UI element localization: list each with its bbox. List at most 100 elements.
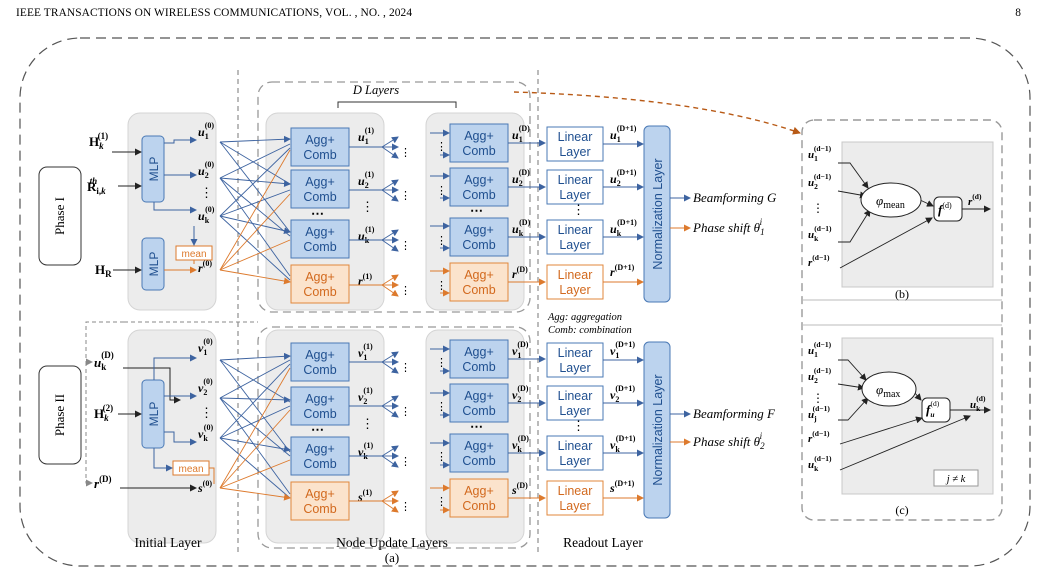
agg-comb-p2-l1-1: Agg+ Comb	[290, 342, 350, 382]
zoom-connector	[513, 91, 801, 135]
label-b: (b)	[895, 287, 909, 301]
svg-text:⋮: ⋮	[812, 201, 824, 215]
svg-text:⋮: ⋮	[436, 357, 447, 369]
svg-text:Linear: Linear	[558, 173, 593, 187]
agg-comb-p2-l1-k: Agg+ Comb	[290, 436, 350, 476]
agg-comb-p1-l1-k: Agg+ Comb	[290, 219, 350, 259]
svg-text:uk(D+1): uk(D+1)	[610, 218, 637, 238]
svg-text:Comb: Comb	[462, 238, 495, 252]
svg-text:⋮: ⋮	[400, 456, 411, 468]
note-agg: Agg: aggregation	[547, 312, 622, 323]
d-layers-label: D Layers	[352, 83, 399, 97]
svg-text:Comb: Comb	[303, 285, 336, 299]
svg-text:Comb: Comb	[462, 404, 495, 418]
page-number: 8	[1015, 7, 1021, 19]
input-H-k1: Hk(1)	[89, 131, 108, 151]
svg-text:⋮: ⋮	[436, 185, 447, 197]
svg-text:mean: mean	[181, 249, 206, 260]
phase2-label: Phase II	[38, 365, 82, 465]
svg-text:Agg+: Agg+	[464, 389, 494, 403]
svg-text:Comb: Comb	[303, 502, 336, 516]
svg-text:Comb: Comb	[303, 407, 336, 421]
svg-text:u2(d−1): u2(d−1)	[808, 172, 832, 191]
outer-frame	[19, 37, 1031, 567]
output-beamforming-f: Beamforming F	[693, 406, 776, 421]
svg-text:Linear: Linear	[558, 439, 593, 453]
svg-text:Phase I: Phase I	[52, 197, 67, 235]
svg-text:Normalization Layer: Normalization Layer	[651, 374, 665, 485]
svg-text:Comb: Comb	[303, 457, 336, 471]
phase1-label: Phase I	[38, 166, 82, 266]
linear-layer-p2-k: Linear Layer	[546, 435, 604, 471]
svg-text:uk(d−1): uk(d−1)	[808, 454, 832, 473]
svg-text:Comb: Comb	[462, 144, 495, 158]
svg-text:Linear: Linear	[558, 223, 593, 237]
output-phase-shift-2: Phase shift θ2i	[692, 431, 765, 451]
mlp-phase1-top: MLP	[141, 135, 165, 203]
svg-text:Agg+: Agg+	[305, 225, 335, 239]
input-H-R: HR	[95, 262, 112, 279]
phase2-node-region	[257, 326, 531, 549]
svg-text:u1(D+1): u1(D+1)	[610, 124, 637, 144]
linear-layer-p2-2: Linear Layer	[546, 385, 604, 421]
output-beamforming-g: Beamforming G	[693, 190, 777, 205]
mlp-phase1-bottom: MLP	[141, 237, 165, 291]
svg-text:u1(d−1): u1(d−1)	[808, 340, 832, 359]
panel-bc-frame	[801, 119, 1003, 521]
svg-text:Layer: Layer	[559, 454, 590, 468]
fan-into-lD-p1: ⋮ ⋮ ⋮ ⋮	[430, 129, 450, 297]
agg-comb-p2-l1-s: Agg+ Comb	[290, 481, 350, 521]
agg-comb-p1-l1-2: Agg+ Comb	[290, 169, 350, 209]
svg-text:⋮: ⋮	[400, 147, 411, 159]
svg-text:⋮: ⋮	[436, 235, 447, 247]
label-node-update-layers: Node Update Layers	[336, 535, 448, 550]
svg-text:Agg+: Agg+	[305, 392, 335, 406]
svg-text:Phase II: Phase II	[52, 394, 67, 436]
phi-mean-node: φmean	[860, 182, 922, 218]
phase1-node-region	[257, 81, 531, 313]
fan-after-l1-p2: ⋮ ⋮ ⋮ ⋮	[349, 351, 411, 513]
label-initial-layer: Initial Layer	[134, 535, 202, 550]
svg-text:MLP: MLP	[147, 402, 161, 427]
normalization-layer-phase1: Normalization Layer	[643, 125, 671, 303]
svg-text:r(d−1): r(d−1)	[808, 429, 830, 445]
agg-comb-p1-l1-r: Agg+ Comb	[290, 264, 350, 304]
input-R-ik: Ri,kth	[87, 176, 106, 196]
svg-text:φmean: φmean	[876, 193, 905, 211]
svg-text:Agg+: Agg+	[464, 129, 494, 143]
svg-text:Comb: Comb	[462, 454, 495, 468]
svg-text:Comb: Comb	[462, 283, 495, 297]
feedback-u-dashed	[85, 321, 124, 366]
svg-text:Layer: Layer	[559, 145, 590, 159]
mlp-phase2: MLP	[141, 379, 165, 449]
label-c: (c)	[895, 503, 908, 517]
svg-text:Layer: Layer	[559, 283, 590, 297]
normalization-layer-phase2: Normalization Layer	[643, 341, 671, 519]
svg-text:Agg+: Agg+	[305, 133, 335, 147]
svg-text:⋮: ⋮	[400, 406, 411, 418]
svg-text:vk(D+1): vk(D+1)	[610, 434, 636, 454]
svg-text:Agg+: Agg+	[464, 439, 494, 453]
phi-max-node: φmax	[861, 371, 917, 407]
svg-text:Comb: Comb	[303, 190, 336, 204]
svg-text:u2(D+1): u2(D+1)	[610, 168, 637, 188]
f-d-node: f(d)	[933, 196, 963, 222]
svg-text:⋮: ⋮	[400, 240, 411, 252]
svg-text:⋮: ⋮	[400, 285, 411, 297]
svg-text:⋮: ⋮	[436, 401, 447, 413]
svg-text:Normalization Layer: Normalization Layer	[651, 158, 665, 269]
svg-text:v2(D+1): v2(D+1)	[610, 384, 635, 404]
svg-text:Agg+: Agg+	[464, 345, 494, 359]
linear-layer-p2-s: Linear Layer	[546, 480, 604, 516]
svg-text:⋮: ⋮	[572, 418, 585, 433]
d-layers-brace	[337, 101, 457, 108]
svg-text:u2(d−1): u2(d−1)	[808, 366, 832, 385]
agg-comb-p2-lD-k: Agg+ Comb	[449, 433, 509, 473]
agg-comb-p1-lD-2: Agg+ Comb	[449, 167, 509, 207]
svg-text:⋮: ⋮	[436, 141, 447, 153]
svg-text:⋮: ⋮	[436, 280, 447, 292]
svg-text:Layer: Layer	[559, 188, 590, 202]
svg-text:⋮: ⋮	[400, 501, 411, 513]
svg-text:⋯: ⋯	[470, 419, 483, 434]
input-H-k2: Hk(2)	[94, 403, 113, 423]
